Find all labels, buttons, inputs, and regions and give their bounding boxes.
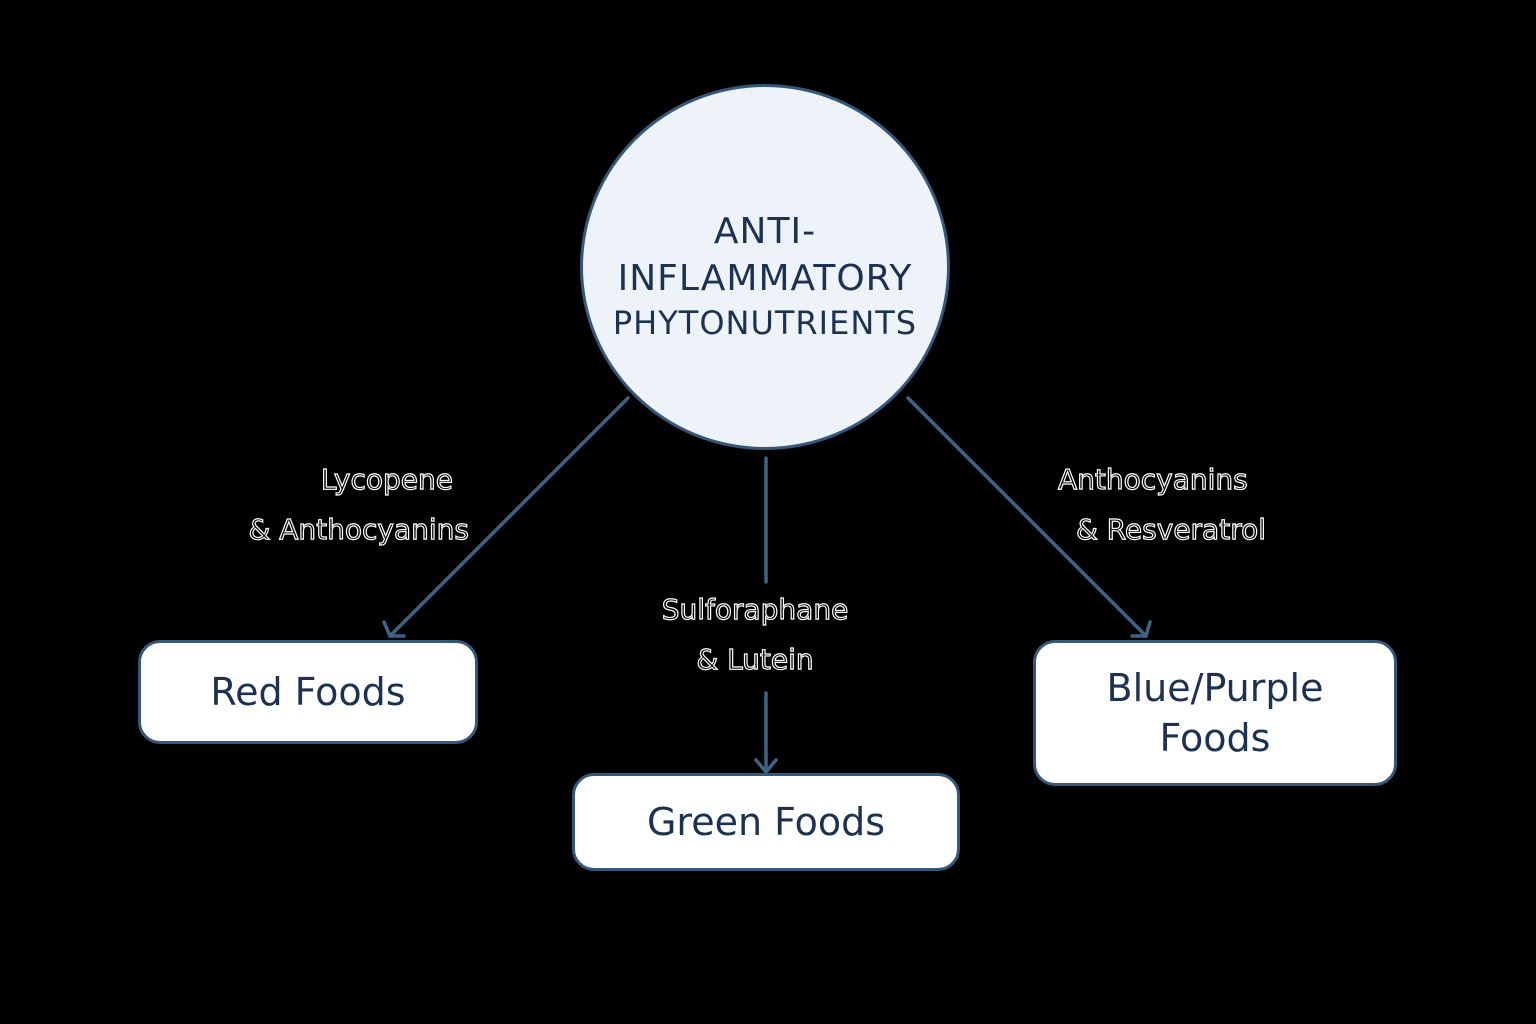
- node-green-foods-label: Green Foods: [646, 799, 886, 844]
- center-title-line-1: ANTI-: [713, 211, 817, 253]
- edge-label-blue-purple: Anthocyanins & Resveratrol: [1057, 455, 1318, 555]
- node-blue-purple-foods: Blue/Purple Foods: [1033, 640, 1397, 786]
- edge-label-blue-purple-line-2: & Resveratrol: [1075, 512, 1266, 546]
- edge-label-blue-purple-line-1: Anthocyanins: [1057, 462, 1248, 496]
- edge-label-red-line-1: Lycopene: [320, 462, 453, 496]
- center-node-anti-inflammatory-phytonutrients: ANTI- INFLAMMATORY PHYTONUTRIENTS: [580, 84, 950, 450]
- node-red-foods: Red Foods: [138, 640, 478, 744]
- center-title-line-2: INFLAMMATORY: [617, 258, 913, 300]
- arrow-to-green-foods: [754, 456, 778, 775]
- node-blue-purple-foods-label-line-1: Blue/Purple: [1106, 665, 1324, 710]
- edge-label-green-line-2: & Lutein: [696, 642, 815, 676]
- edge-label-red: Lycopene & Anthocyanins: [205, 455, 470, 555]
- center-title-line-3: PHYTONUTRIENTS: [612, 304, 918, 342]
- arrow-to-blue-purple-foods: [906, 396, 1152, 638]
- edge-label-red-line-2: & Anthocyanins: [248, 512, 470, 546]
- edge-label-green-line-1: Sulforaphane: [661, 592, 849, 626]
- node-green-foods: Green Foods: [572, 773, 960, 871]
- node-red-foods-label: Red Foods: [210, 669, 406, 714]
- node-blue-purple-foods-label-line-2: Foods: [1159, 716, 1271, 760]
- edge-label-green: Sulforaphane & Lutein: [640, 585, 870, 685]
- arrow-to-red-foods: [382, 396, 630, 638]
